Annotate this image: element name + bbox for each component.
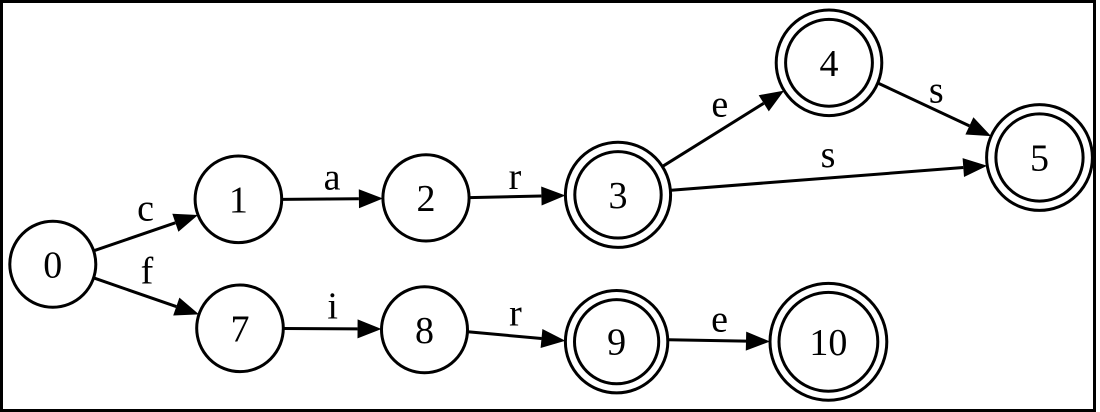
svg-text:0: 0 xyxy=(43,244,62,286)
svg-text:r: r xyxy=(509,293,522,335)
svg-text:10: 10 xyxy=(809,322,847,364)
svg-text:8: 8 xyxy=(415,310,434,352)
svg-text:f: f xyxy=(141,251,154,293)
svg-text:1: 1 xyxy=(229,179,248,221)
svg-text:c: c xyxy=(137,188,154,230)
svg-text:5: 5 xyxy=(1030,138,1049,180)
svg-text:s: s xyxy=(821,134,836,176)
svg-text:e: e xyxy=(711,84,728,126)
svg-text:9: 9 xyxy=(607,322,626,364)
svg-text:s: s xyxy=(929,70,944,112)
svg-text:7: 7 xyxy=(231,308,250,350)
svg-text:r: r xyxy=(509,156,522,198)
svg-text:2: 2 xyxy=(417,178,436,220)
svg-text:4: 4 xyxy=(820,43,839,85)
svg-text:3: 3 xyxy=(609,175,628,217)
svg-text:a: a xyxy=(324,157,341,199)
svg-text:e: e xyxy=(711,299,728,341)
svg-text:i: i xyxy=(327,286,338,328)
